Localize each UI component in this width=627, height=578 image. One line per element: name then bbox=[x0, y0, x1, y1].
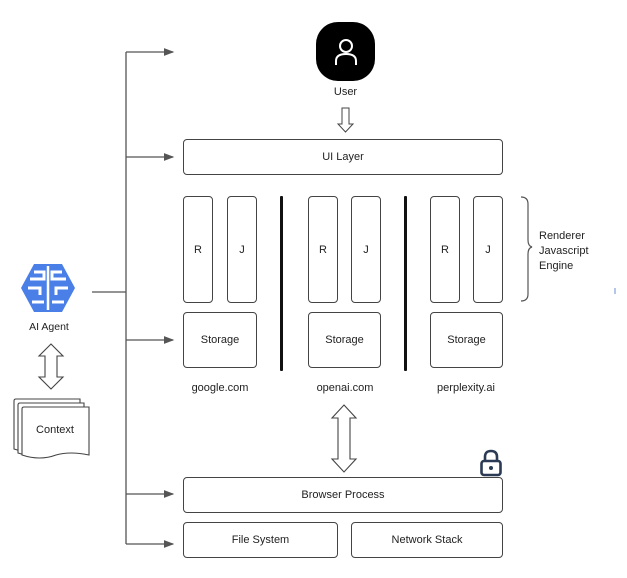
renderer-box-perplexity[interactable]: R bbox=[430, 196, 460, 303]
agent-label: AI Agent bbox=[29, 321, 69, 333]
site-separator-1 bbox=[280, 196, 283, 371]
domain-label-openai: openai.com bbox=[316, 382, 374, 394]
renderer-box-google[interactable]: R bbox=[183, 196, 213, 303]
context-document-icon bbox=[13, 398, 90, 459]
engine-brace bbox=[520, 196, 533, 302]
user-avatar bbox=[316, 22, 375, 81]
engine-brace-label: Renderer Javascript Engine bbox=[539, 229, 589, 274]
user-icon bbox=[334, 38, 357, 65]
network-stack-box[interactable]: Network Stack bbox=[351, 522, 503, 558]
js-engine-box-openai[interactable]: J bbox=[351, 196, 381, 303]
renderer-box-openai[interactable]: R bbox=[308, 196, 338, 303]
lock-icon bbox=[480, 449, 502, 477]
user-label: User bbox=[333, 86, 358, 98]
brain-icon bbox=[21, 264, 75, 312]
storage-box-openai[interactable]: Storage bbox=[308, 312, 381, 368]
user-down-arrow bbox=[336, 107, 355, 133]
browser-process-box[interactable]: Browser Process bbox=[183, 477, 503, 513]
domain-label-google: google.com bbox=[191, 382, 249, 394]
context-double-arrow bbox=[37, 343, 65, 390]
brace-label-line3: Engine bbox=[539, 260, 574, 272]
site-separator-2 bbox=[404, 196, 407, 371]
storage-box-google[interactable]: Storage bbox=[183, 312, 257, 368]
browser-double-arrow bbox=[330, 404, 358, 473]
domain-label-perplexity: perplexity.ai bbox=[437, 382, 495, 394]
file-system-box[interactable]: File System bbox=[183, 522, 338, 558]
ui-layer-box[interactable]: UI Layer bbox=[183, 139, 503, 175]
context-label: Context bbox=[36, 424, 74, 436]
storage-box-perplexity[interactable]: Storage bbox=[430, 312, 503, 368]
js-engine-box-perplexity[interactable]: J bbox=[473, 196, 503, 303]
js-engine-box-google[interactable]: J bbox=[227, 196, 257, 303]
brace-label-line2: Javascript bbox=[539, 245, 589, 257]
brace-label-line1: Renderer bbox=[539, 230, 585, 242]
